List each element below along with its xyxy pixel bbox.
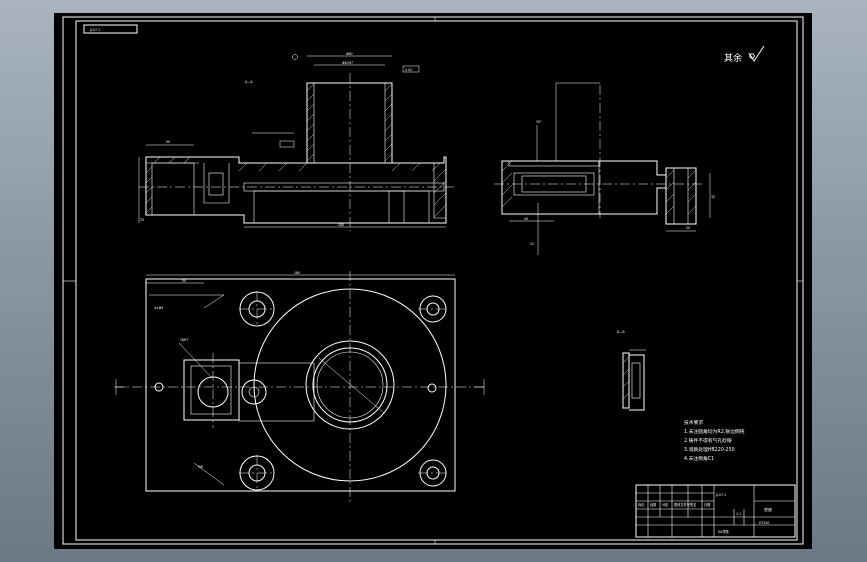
thread-leader	[193, 462, 225, 486]
front-section-view: A—A	[138, 52, 454, 231]
tech-note-4: 4.未注倒角C1	[684, 455, 714, 462]
roughness-symbol-icon	[748, 45, 765, 62]
side-boss-bore	[673, 167, 689, 225]
plan-left-text: 50	[182, 279, 186, 283]
drawing-frame	[75, 20, 798, 541]
section-arrow-right	[474, 379, 485, 395]
hole-leader-1	[203, 294, 225, 309]
detail-slot	[631, 362, 641, 399]
top-dim-text: Φ60	[346, 52, 353, 56]
title-block-header-5: 签名	[690, 502, 696, 507]
mid-hole	[241, 379, 267, 405]
outer-border	[62, 16, 804, 545]
small-hole	[208, 172, 224, 196]
title-block-header-4: 更改文件号	[674, 502, 690, 507]
drawing-canvas[interactable]: JJ-07-1 其余 A—A	[54, 13, 812, 549]
title-block: JJ-07-1 底座 HT200 1:1 XX学院 标记 处数 分区 更改文件号…	[635, 484, 796, 538]
tech-note-3: 3.调质处理HB220-250	[684, 446, 735, 453]
technical-notes: 技术要求 1.未注圆角均为R2,锐边倒钝 2.铸件不得有气孔砂眼 3.调质处理H…	[684, 419, 745, 462]
rib-block	[238, 362, 315, 422]
boss-outline	[306, 82, 393, 164]
code-box	[83, 24, 138, 34]
tech-note-2: 2.铸件不得有气孔砂眼	[684, 437, 732, 444]
title-block-header-3: 分区	[662, 502, 669, 507]
title-block-name: 底座	[764, 506, 772, 512]
left-pocket	[151, 162, 195, 216]
step-outline	[203, 163, 230, 204]
section-label: A—A	[245, 80, 253, 84]
side-bottom-text: 40	[524, 217, 528, 221]
title-block-scale: 1:1	[736, 512, 741, 516]
roughness-circle-icon	[749, 53, 755, 59]
flatness-frame	[279, 140, 295, 148]
title-block-header-1: 标记	[638, 502, 645, 507]
title-block-header-6: 日期	[704, 502, 710, 507]
side-top-lip	[508, 160, 600, 167]
title-block-company: XX学院	[718, 529, 730, 534]
code-box-text: JJ-07-1	[89, 28, 100, 32]
roughness-note: 其余	[724, 52, 742, 64]
datum-circle-icon	[292, 54, 298, 60]
detail-label: B—B	[617, 330, 625, 334]
bottom-recess	[253, 190, 405, 224]
detail-body	[629, 354, 645, 411]
slot-leader	[178, 342, 213, 379]
right-recess	[388, 190, 430, 224]
title-block-header-2: 处数	[650, 502, 657, 507]
plan-view: 180 50 4×Φ9 18H7 M8	[114, 271, 485, 503]
bore-leader	[318, 357, 385, 414]
hole-callout: 4×Φ9	[154, 306, 163, 310]
right-step	[433, 163, 446, 219]
title-block-drawing-no: JJ-07-1	[715, 493, 726, 497]
tech-notes-heading: 技术要求	[684, 419, 703, 426]
tolerance-frame	[402, 65, 420, 73]
bottom-dim-text: 180	[338, 223, 344, 227]
side-view: 30° 40 32 20 12	[494, 82, 715, 255]
title-block-material: HT200	[759, 521, 769, 525]
side-height-text: 32	[711, 195, 715, 199]
slot-inner	[190, 365, 232, 415]
tech-note-1: 1.未注圆角均为R2,锐边倒钝	[684, 428, 745, 435]
plan-outline	[145, 278, 456, 492]
thread-callout: M8	[198, 465, 203, 469]
detail-left-wall	[622, 352, 630, 409]
detail-view: B—B	[617, 330, 646, 411]
cad-drawing: JJ-07-1 其余 A—A	[62, 16, 804, 545]
base-outline	[145, 156, 447, 224]
bore-dim-text: Φ40H7	[342, 61, 353, 65]
side-lower-text: 12	[530, 242, 534, 246]
slot-callout: 18H7	[180, 338, 188, 342]
left-dim-text: 50	[166, 140, 170, 144]
height-dim-text: 25	[140, 218, 144, 222]
tolerance-text: 0.02	[405, 68, 412, 72]
side-outline	[501, 160, 667, 215]
section-arrow-left	[115, 379, 126, 395]
plan-width-text: 180	[294, 271, 300, 275]
bolt-holes	[239, 291, 447, 491]
right-pin-hole	[427, 383, 437, 393]
boss-width-text: 20	[686, 226, 690, 230]
side-angle-text: 30°	[536, 120, 542, 124]
side-boss	[665, 167, 697, 225]
bore-outline	[313, 82, 386, 164]
